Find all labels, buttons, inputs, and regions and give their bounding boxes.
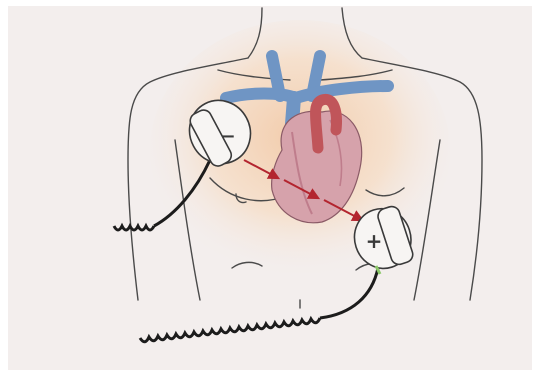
positive-symbol: + [366,229,383,253]
negative-symbol: − [220,126,235,147]
